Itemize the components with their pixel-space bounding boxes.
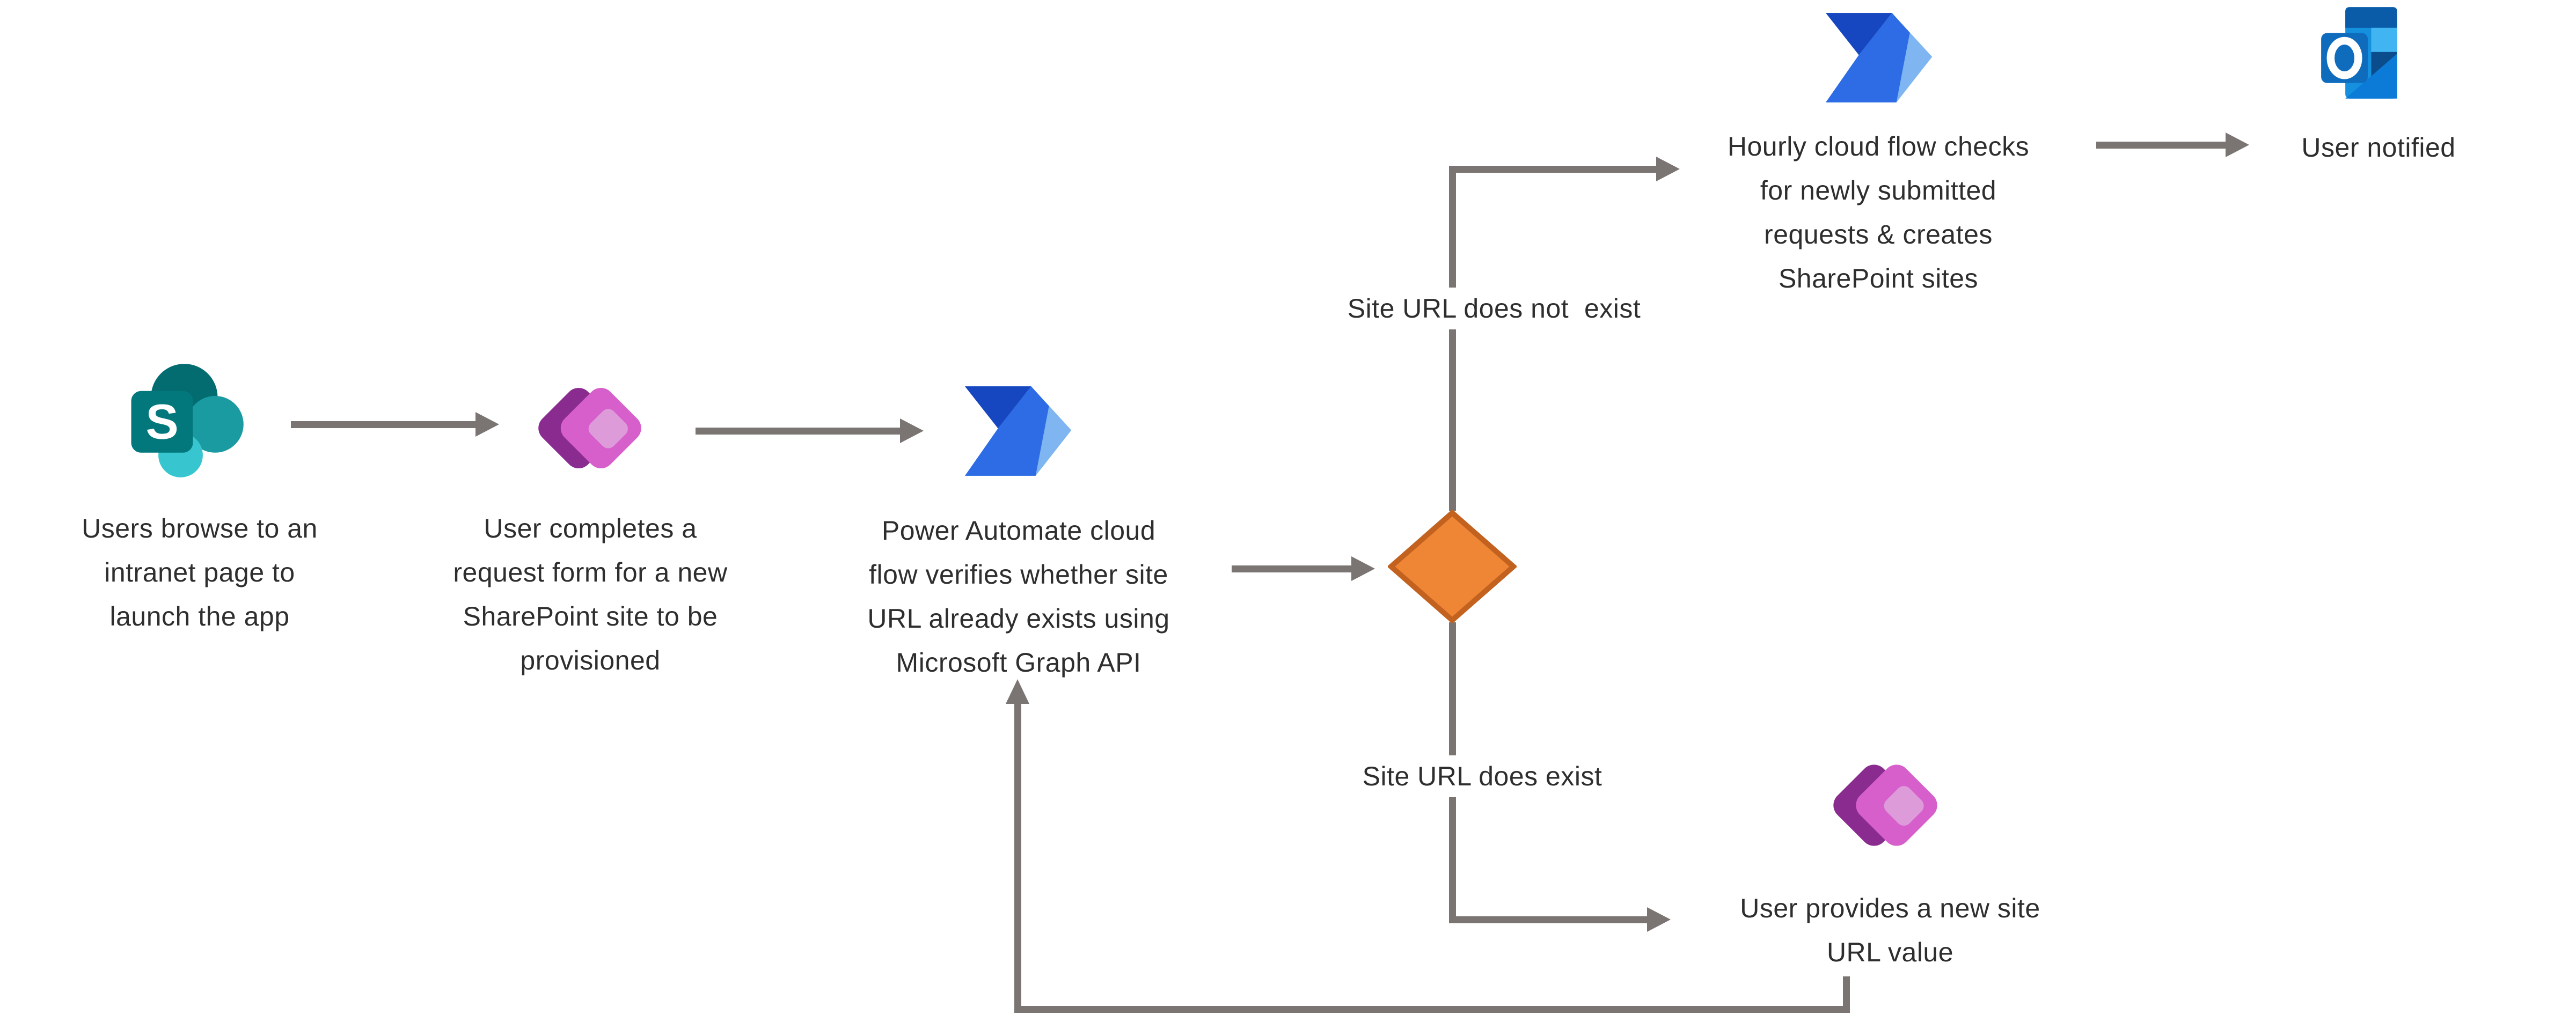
arrowhead-right (900, 418, 924, 443)
caption-line: request form for a new (453, 557, 728, 587)
svg-text:S: S (145, 394, 178, 449)
caption-line: User completes a (484, 513, 697, 543)
branch-label-not-exist: Site URL does not exist (1333, 288, 1655, 329)
caption-line: User notified (2301, 133, 2456, 163)
arrowhead-up (1006, 679, 1029, 704)
step3-caption: Power Automate cloud flow verifies wheth… (867, 509, 1169, 685)
caption-line: requests & creates (1764, 219, 1993, 249)
step4-caption: Hourly cloud flow checks for newly submi… (1728, 124, 2029, 300)
connector-branch-up-horizontal (1449, 166, 1657, 173)
caption-line: for newly submitted (1760, 175, 1997, 205)
step1-caption: Users browse to an intranet page to laun… (82, 506, 318, 638)
power-automate-icon (1826, 13, 1933, 102)
connector-step1-step2 (291, 421, 478, 428)
caption-line: flow verifies whether site (869, 560, 1168, 590)
caption-line: User provides a new site (1740, 893, 2040, 923)
caption-line: launch the app (109, 601, 290, 631)
step5-caption: User notified (2301, 126, 2455, 170)
caption-line: provisioned (520, 645, 661, 675)
connector-branch-down-horizontal (1449, 916, 1649, 923)
arrowhead-right (475, 412, 499, 437)
caption-line: SharePoint sites (1778, 263, 1979, 293)
caption-line: Power Automate cloud (881, 516, 1156, 546)
connector-step4-step5 (2096, 142, 2228, 149)
connector-loop-down-stub (1843, 976, 1850, 1013)
caption-line: Microsoft Graph API (896, 648, 1141, 678)
connector-loop-horizontal (1014, 1006, 1850, 1013)
connector-loop-up-vertical (1014, 695, 1021, 1013)
sharepoint-icon: S (131, 364, 244, 477)
decision-diamond (1388, 510, 1517, 623)
branch-label-exist: Site URL does exist (1348, 755, 1616, 797)
outlook-icon (2321, 7, 2397, 99)
power-automate-icon (965, 386, 1072, 476)
caption-line: Users browse to an (82, 513, 318, 543)
caption-line: intranet page to (104, 557, 295, 587)
caption-line: SharePoint site to be (463, 601, 718, 631)
caption-line: URL value (1826, 937, 1954, 967)
step2-caption: User completes a request form for a new … (453, 506, 727, 682)
connector-branch-up-vertical (1449, 166, 1456, 511)
connector-step3-decision (1232, 565, 1353, 572)
arrowhead-right (1656, 157, 1680, 181)
caption-line: URL already exists using (867, 604, 1170, 634)
arrowhead-right (2226, 133, 2249, 157)
caption-line: Hourly cloud flow checks (1727, 131, 2030, 161)
step6-caption: User provides a new site URL value (1740, 886, 2040, 974)
arrowhead-right (1351, 556, 1375, 581)
arrowhead-right (1647, 907, 1671, 932)
connector-step2-step3 (696, 428, 902, 435)
power-apps-icon (1833, 764, 1937, 846)
power-apps-icon (538, 388, 641, 468)
